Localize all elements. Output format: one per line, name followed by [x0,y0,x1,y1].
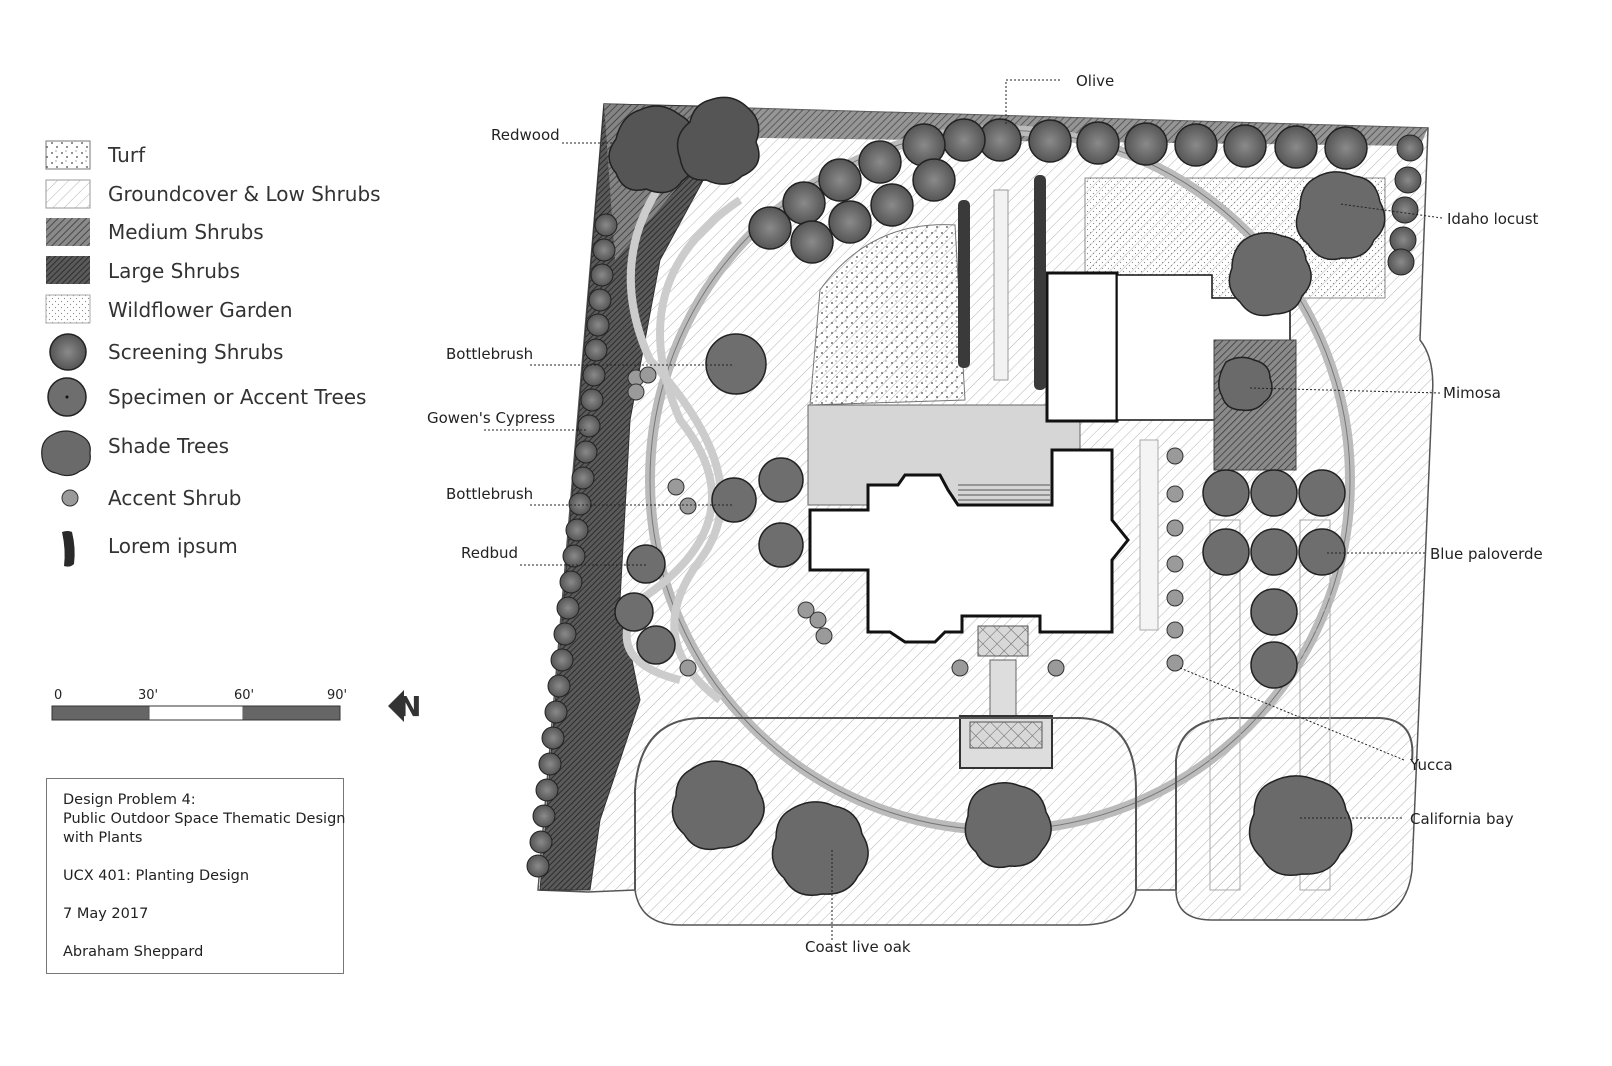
date: 7 May 2017 [63,906,149,922]
hedge-strip-2 [1034,175,1046,390]
specimen-trees [614,333,1346,689]
scale-label-90: 90' [327,688,348,703]
shade-trees [671,171,1386,896]
entry-walk [989,659,1017,721]
callout-yucca: Yucca [1410,756,1453,774]
redwood-trees [608,96,760,194]
legend-label: Wildflower Garden [108,298,293,322]
outbuilding [1045,271,1119,423]
legend-item-shade-trees: Shade Trees [46,429,229,463]
legend-item-wildflower: Wildflower Garden [46,293,293,327]
legend-label: Medium Shrubs [108,220,264,244]
scale-label-60: 60' [234,688,255,703]
gowens-cypress-row [526,213,618,878]
building-steps [958,484,1050,501]
title-line-2: Public Outdoor Space Thematic Design [63,811,346,827]
callout-bottlebrush-2: Bottlebrush [446,485,534,503]
turf-area [809,224,966,406]
legend-item-specimen-trees: Specimen or Accent Trees [46,380,366,414]
callout-mimosa: Mimosa [1443,384,1501,402]
callout-california-bay: California bay [1410,810,1514,828]
north-arrow-icon [388,690,404,722]
legend-label: Large Shrubs [108,259,241,283]
north-label: N [398,690,422,723]
scale-label-0: 0 [54,688,63,703]
title-block: Design Problem 4: Public Outdoor Space T… [46,778,346,974]
legend-item-large-shrubs: Large Shrubs [46,254,240,288]
callout-gowens-cypress: Gowen's Cypress [427,409,556,427]
callout-blue-paloverde: Blue paloverde [1430,545,1543,563]
callout-coast-live-oak: Coast live oak [805,938,911,956]
course-name: UCX 401: Planting Design [63,868,250,884]
scale-bar-graphic [51,705,341,721]
legend-swatches [41,140,91,567]
callout-idaho-locust: Idaho locust [1447,210,1539,228]
legend-label: Shade Trees [108,434,230,458]
author: Abraham Sheppard [63,944,204,960]
screening-shrubs-east [1387,134,1424,276]
legend-item-turf: Turf [46,138,145,172]
legend-item-lorem-ipsum: Lorem ipsum [46,529,238,563]
callout-bottlebrush-1: Bottlebrush [446,345,534,363]
legend-item-groundcover: Groundcover & Low Shrubs [46,177,381,211]
leader-lines [484,79,1443,940]
legend-item-accent-shrub: Accent Shrub [46,481,241,515]
hedge-strip-1 [958,200,970,368]
legend-item-screening-shrubs: Screening Shrubs [46,335,283,369]
legend-item-medium-shrubs: Medium Shrubs [46,215,264,249]
accent-shrubs [627,366,1184,677]
title-line-1: Design Problem 4: [63,792,196,808]
legend-label: Accent Shrub [108,486,242,510]
medium-shrub-bed [604,104,1428,260]
callout-olive: Olive [1076,72,1115,90]
legend-label: Screening Shrubs [108,340,284,364]
title-line-3: with Plants [63,830,143,846]
scale-label-30: 30' [138,688,159,703]
legend-label: Specimen or Accent Trees [108,385,367,409]
callout-redbud: Redbud [461,544,519,562]
callout-redwood: Redwood [491,126,560,144]
legend-label: Turf [108,143,146,167]
driveway [634,717,1137,890]
legend-label: Lorem ipsum [108,534,238,558]
main-building [808,448,1130,644]
screening-shrubs-north [748,118,1368,264]
legend-label: Groundcover & Low Shrubs [108,182,381,206]
